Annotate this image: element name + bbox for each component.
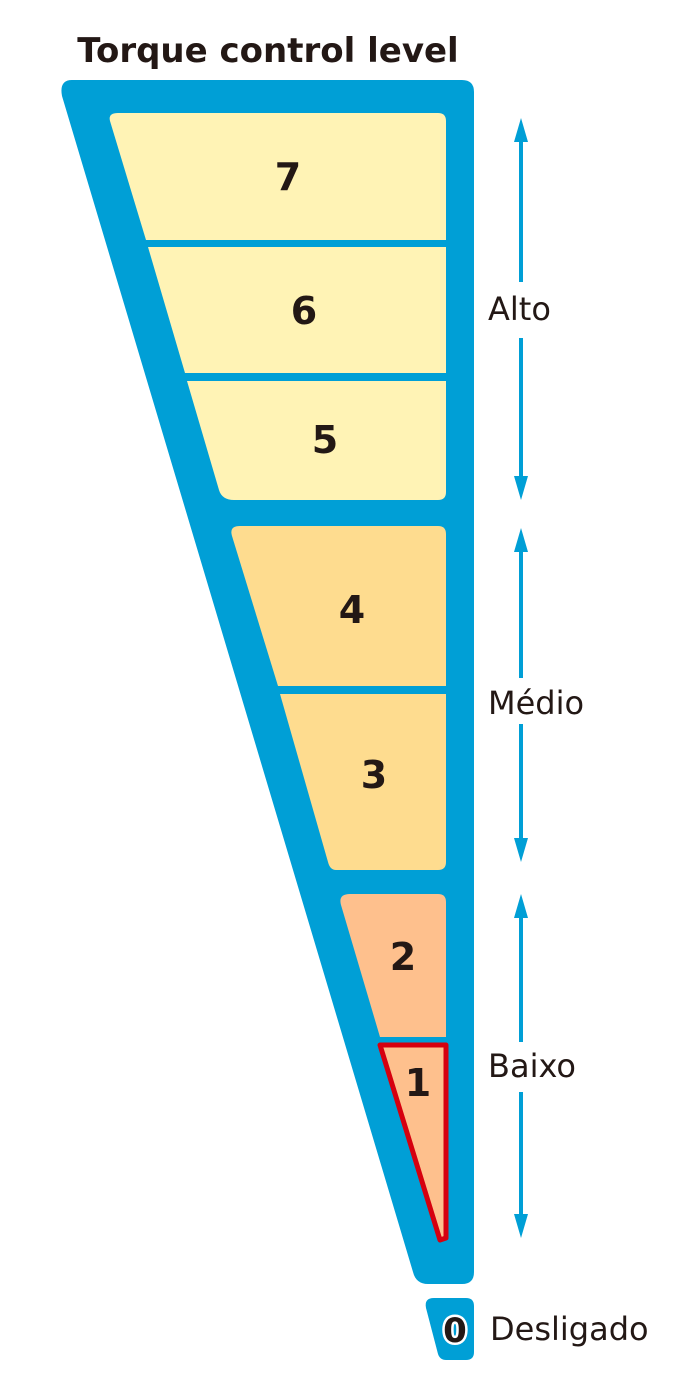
arrow-shaft-bottom bbox=[519, 724, 523, 840]
level-6-number: 6 bbox=[291, 289, 317, 333]
arrow-down-head bbox=[514, 1214, 528, 1238]
group-label-low: Baixo bbox=[488, 1047, 576, 1085]
arrow-down-head bbox=[514, 838, 528, 862]
arrow-up-head bbox=[514, 528, 528, 552]
level-3-segment[interactable] bbox=[280, 694, 446, 870]
double-arrow-icon bbox=[514, 118, 528, 500]
level-5-segment[interactable] bbox=[187, 381, 446, 500]
arrow-shaft-top bbox=[519, 550, 523, 678]
level-2-number: 2 bbox=[390, 935, 416, 979]
level-6-segment[interactable] bbox=[148, 247, 446, 373]
group-label-high: Alto bbox=[488, 290, 551, 328]
level-5-number: 5 bbox=[312, 418, 338, 462]
arrow-shaft-bottom bbox=[519, 338, 523, 478]
level-1-highlight-outline bbox=[377, 1042, 449, 1243]
diagram-title: Torque control level bbox=[77, 31, 458, 71]
arrow-up-head bbox=[514, 118, 528, 142]
level-7-number: 7 bbox=[275, 155, 301, 199]
group-label-medium: Médio bbox=[488, 684, 584, 722]
arrow-up-head bbox=[514, 894, 528, 918]
arrow-shaft-bottom bbox=[519, 1092, 523, 1216]
off-level-label: Desligado bbox=[490, 1310, 649, 1348]
level-3-number: 3 bbox=[361, 753, 387, 797]
off-level-number: 0 bbox=[443, 1311, 467, 1351]
arrow-shaft-top bbox=[519, 916, 523, 1042]
level-2-segment[interactable] bbox=[340, 894, 446, 1037]
arrow-down-head bbox=[514, 476, 528, 500]
level-7-segment[interactable] bbox=[109, 113, 447, 240]
level-1-number: 1 bbox=[405, 1061, 431, 1105]
level-4-number: 4 bbox=[339, 588, 365, 632]
off-level-tab[interactable] bbox=[425, 1298, 474, 1360]
arrow-shaft-top bbox=[519, 140, 523, 282]
level-4-segment[interactable] bbox=[231, 526, 446, 686]
double-arrow-icon bbox=[514, 528, 528, 862]
double-arrow-icon bbox=[514, 894, 528, 1238]
